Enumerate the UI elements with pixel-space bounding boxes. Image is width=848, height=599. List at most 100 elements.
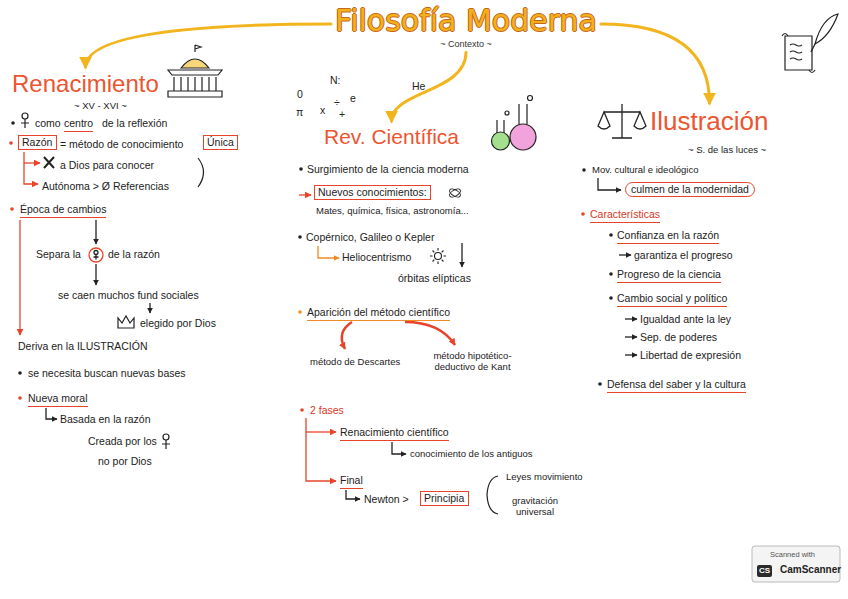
note-text: Scanned with xyxy=(770,550,815,559)
flask-icon xyxy=(505,111,509,115)
cross-mark xyxy=(44,157,54,168)
leader-arrow xyxy=(619,254,631,255)
note-text: Separa la xyxy=(36,248,81,261)
bracket xyxy=(487,476,498,514)
flask-icon xyxy=(528,96,533,101)
atom-icon xyxy=(448,187,461,198)
leader-arrow xyxy=(24,162,40,163)
leader-arrow xyxy=(149,303,150,313)
note-text: Newton > xyxy=(364,493,409,506)
bracket xyxy=(198,158,204,187)
bullet-dot xyxy=(11,121,15,125)
bullet-dot xyxy=(298,310,302,314)
note-text: Basada en la razón xyxy=(60,413,150,426)
note-text: CS xyxy=(757,565,772,577)
note-text: π xyxy=(296,106,303,119)
scale-icon xyxy=(598,104,646,138)
node-text: Rev. Científica xyxy=(324,124,459,149)
scroll-quill-icon xyxy=(782,34,815,73)
note-text: + xyxy=(339,108,345,121)
note-text: Creada por los xyxy=(88,435,157,448)
note-text: se caen muchos fund sociales xyxy=(58,289,199,302)
cross-mark xyxy=(44,157,54,168)
leader-arrow xyxy=(306,431,336,432)
branch-arrow xyxy=(86,24,332,67)
leader-arrow xyxy=(461,243,462,267)
leader-arrow xyxy=(46,408,57,419)
scroll-quill-icon xyxy=(782,14,838,73)
scroll-quill-icon xyxy=(785,36,812,70)
bullet-dot xyxy=(18,371,22,375)
note-text: método hipotético-deductivo de Kant xyxy=(420,350,525,373)
sun-icon xyxy=(430,248,446,264)
boxed-term: Principia xyxy=(420,491,469,506)
scale-icon xyxy=(604,104,640,138)
scale-icon xyxy=(634,112,646,129)
node-text: Ilustración xyxy=(650,106,769,137)
faith-symbol xyxy=(94,255,99,260)
note-text: Igualdad ante la ley xyxy=(640,313,731,326)
note-text: a Dios para conocer xyxy=(60,159,154,172)
leader-arrow xyxy=(299,194,311,195)
note-text: órbitas elípticas xyxy=(398,272,471,285)
leader-arrow xyxy=(346,490,360,499)
leader-arrow xyxy=(318,246,339,258)
person-icon xyxy=(22,113,28,119)
note-text: 2 fases xyxy=(310,404,344,417)
section-heading: Rev. Científica xyxy=(324,124,459,149)
atom-icon xyxy=(448,187,461,198)
note-text: Final xyxy=(340,474,363,489)
leader-arrow xyxy=(24,152,38,184)
branch-arrow xyxy=(601,24,710,103)
bullet-dot xyxy=(298,235,302,239)
flask-icon xyxy=(492,132,510,150)
leader-arrow xyxy=(598,178,621,190)
note-text: se necesita buscan nuevas bases xyxy=(28,367,186,380)
bullet-dot xyxy=(9,121,613,412)
node-text: Única xyxy=(207,136,234,149)
node-text: culmen de la modernidad xyxy=(631,183,749,196)
note-text: Características xyxy=(590,208,660,223)
faith-symbol xyxy=(89,248,103,262)
leader-arrow xyxy=(95,264,96,285)
note-text: Defensa del saber y la cultura xyxy=(607,378,746,393)
leader-arrow xyxy=(342,322,352,349)
note-text: como xyxy=(35,117,61,130)
person-icon xyxy=(21,119,29,128)
bullet-dot xyxy=(609,272,613,276)
leader-arrow xyxy=(19,220,20,335)
note-text: Renacimiento científico xyxy=(340,426,449,441)
note-text: Progreso de la ciencia xyxy=(617,268,721,283)
note-text: gravitación universal xyxy=(500,495,570,518)
sun-icon xyxy=(430,248,446,264)
note-text: Nueva moral xyxy=(28,392,88,407)
building-icon xyxy=(195,45,201,52)
note-text: conocimiento de los antiguos xyxy=(410,448,533,459)
note-text: x xyxy=(320,104,325,117)
node-text: Renacimiento xyxy=(12,70,159,99)
boxed-term: Razón xyxy=(18,135,57,150)
note-text: ~ XV - XVI ~ xyxy=(74,100,127,111)
section-heading: Renacimiento xyxy=(12,70,159,99)
building-icon xyxy=(174,77,216,91)
bullet-dot xyxy=(9,141,13,145)
bullet-dot xyxy=(300,408,304,412)
node-text: Filosofía Moderna xyxy=(335,4,597,39)
note-text: de la reflexión xyxy=(102,117,167,130)
note-text: Leyes movimiento xyxy=(506,471,583,482)
note-text: Aparición del método científico xyxy=(307,306,450,321)
scale-icon xyxy=(598,112,610,129)
note-text: Surgimiento de la ciencia moderna xyxy=(307,163,469,176)
note-text: Mov. cultural e ideológico xyxy=(592,164,699,175)
note-text: Libertad de expresión xyxy=(640,349,741,362)
note-text: = método de conocimiento xyxy=(60,138,183,151)
note-text: Deriva en la ILUSTRACIÓN xyxy=(18,340,148,353)
bullet-dot xyxy=(299,167,303,171)
title-node: Filosofía Moderna~ Contexto ~ xyxy=(335,4,597,49)
flask-icon xyxy=(492,96,537,151)
bullet-dot xyxy=(581,212,585,216)
person-icon xyxy=(163,434,169,440)
node-text: ~ Contexto ~ xyxy=(335,39,597,50)
branch-arrow xyxy=(392,52,467,121)
